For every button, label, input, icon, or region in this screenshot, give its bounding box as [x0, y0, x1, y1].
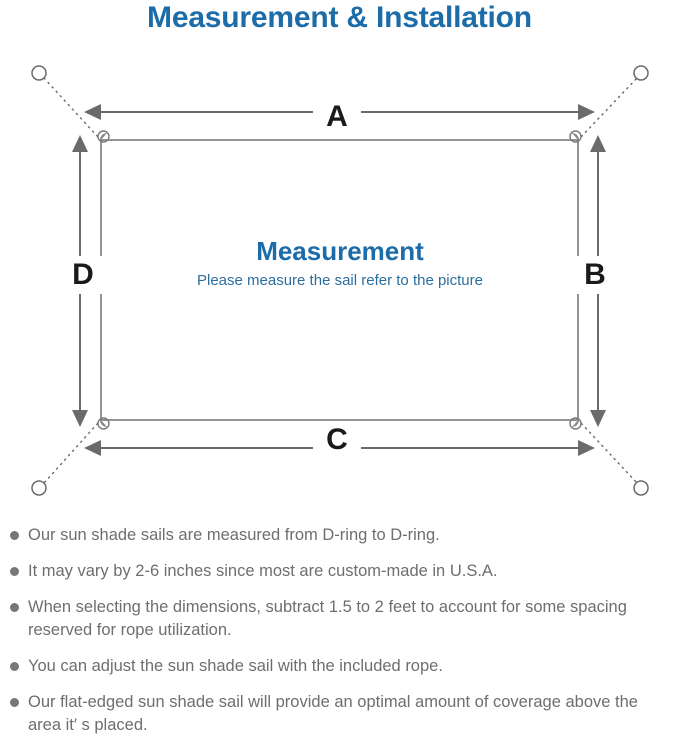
dimension-label-b: B: [575, 256, 615, 294]
note-text: Our sun shade sails are measured from D-…: [28, 526, 440, 544]
rope-line-bottom-right: [580, 422, 638, 484]
note-text: You can adjust the sun shade sail with t…: [28, 657, 443, 675]
d-ring-bottom-right: [569, 417, 582, 430]
d-ring-bottom-left: [97, 417, 110, 430]
note-text: It may vary by 2-6 inches since most are…: [28, 562, 498, 580]
note-text: Our flat-edged sun shade sail will provi…: [28, 693, 638, 734]
bullet-icon: [10, 603, 19, 612]
d-ring-top-left-fill: [100, 133, 107, 140]
bullet-icon: [10, 698, 19, 707]
d-ring-bottom-right-fill: [572, 420, 579, 427]
bullet-icon: [10, 531, 19, 540]
note-item: Our flat-edged sun shade sail will provi…: [0, 691, 679, 737]
rope-line-bottom-left: [43, 422, 99, 484]
sail-caption: Measurement Please measure the sail refe…: [101, 235, 579, 292]
rope-line-top-left: [43, 77, 99, 138]
sail-caption-subtitle: Please measure the sail refer to the pic…: [197, 272, 483, 289]
d-ring-top-right-fill: [572, 133, 579, 140]
d-ring-top-left: [97, 130, 110, 143]
page-title: Measurement & Installation: [147, 1, 532, 34]
note-item: It may vary by 2-6 inches since most are…: [0, 560, 679, 583]
bullet-icon: [10, 662, 19, 671]
sail-caption-title: Measurement: [256, 236, 424, 266]
measurement-diagram: A B C D Measurement Please measure the s…: [0, 45, 679, 515]
dimension-label-a: A: [313, 100, 361, 134]
anchor-point-bottom-left: [31, 480, 47, 496]
d-ring-top-right: [569, 130, 582, 143]
dimension-label-c: C: [313, 423, 361, 457]
notes-list: Our sun shade sails are measured from D-…: [0, 524, 679, 750]
d-ring-bottom-left-fill: [100, 420, 107, 427]
bullet-icon: [10, 567, 19, 576]
note-item: Our sun shade sails are measured from D-…: [0, 524, 679, 547]
anchor-point-top-right: [633, 65, 649, 81]
rope-line-top-right: [580, 77, 638, 138]
note-text: When selecting the dimensions, subtract …: [28, 598, 627, 639]
note-item: When selecting the dimensions, subtract …: [0, 596, 679, 642]
anchor-point-top-left: [31, 65, 47, 81]
anchor-point-bottom-right: [633, 480, 649, 496]
dimension-label-d: D: [63, 256, 103, 294]
note-item: You can adjust the sun shade sail with t…: [0, 655, 679, 678]
